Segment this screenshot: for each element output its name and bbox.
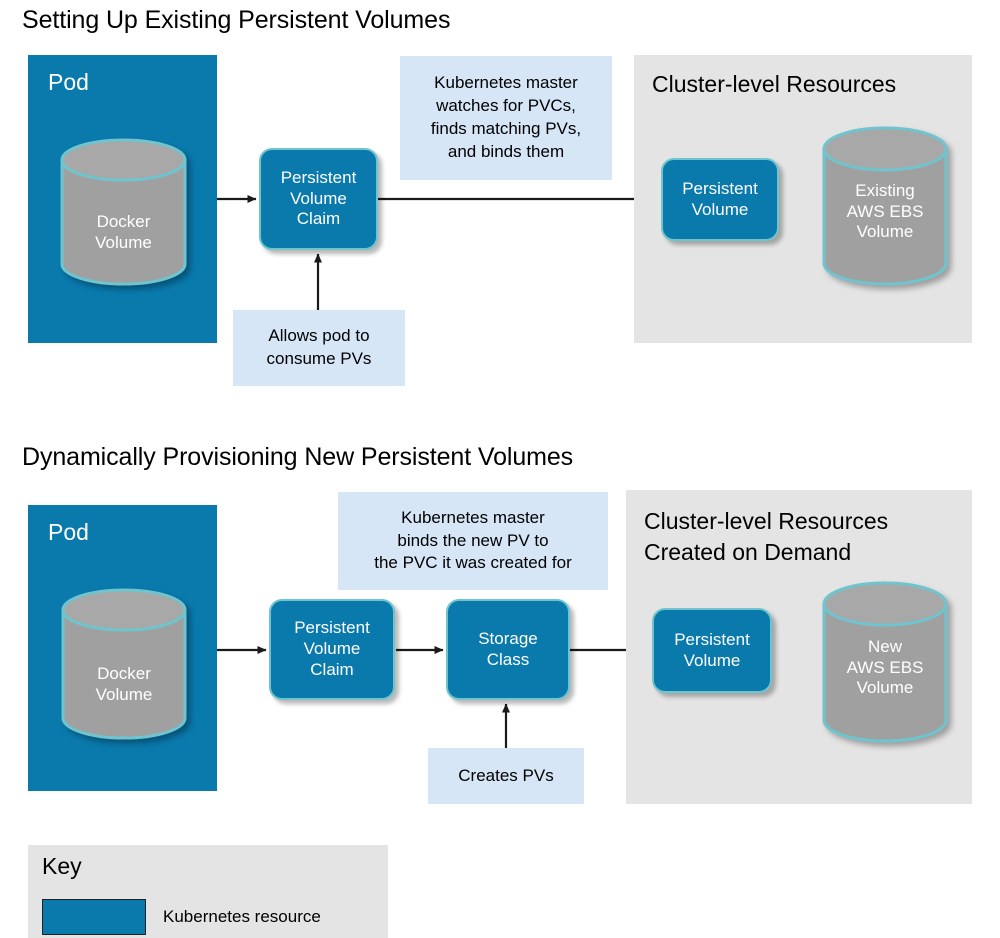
cluster-title-line1-2: Cluster-level Resources bbox=[644, 508, 889, 534]
note-master-binds-1: Kubernetes master watches for PVCs, find… bbox=[400, 56, 612, 180]
storage-class-line2: Class bbox=[486, 649, 530, 669]
cluster-title-1: Cluster-level Resources bbox=[652, 69, 896, 100]
pvc-line1-2: Persistent bbox=[294, 618, 370, 638]
note-creates-line1: Creates PVs bbox=[458, 765, 554, 785]
pv-line1-1: Persistent bbox=[682, 178, 758, 198]
pv-label-2: Persistent Volume bbox=[674, 630, 750, 671]
pv-line1-2: Persistent bbox=[674, 629, 750, 649]
note-master-line3-2: the PVC it was created for bbox=[374, 553, 572, 573]
cluster-title-line2-2: Created on Demand bbox=[644, 539, 852, 566]
note-master-line1-2: Kubernetes master bbox=[401, 507, 545, 527]
note-master-text-2: Kubernetes master binds the new PV to th… bbox=[374, 507, 571, 575]
note-allows-line1: Allows pod to bbox=[268, 326, 370, 346]
pvc-label-2: Persistent Volume Claim bbox=[294, 618, 370, 680]
persistent-volume-claim-node-1[interactable]: Persistent Volume Claim bbox=[259, 148, 378, 250]
note-master-line4-1: and binds them bbox=[447, 141, 565, 161]
cluster-title-2: Cluster-level Resources Created on Deman… bbox=[644, 506, 888, 568]
cluster-title-line1-1: Cluster-level Resources bbox=[652, 71, 897, 97]
note-master-line2-2: binds the new PV to bbox=[397, 530, 549, 550]
pv-line2-2: Volume bbox=[683, 650, 741, 670]
storage-class-line1: Storage bbox=[478, 628, 538, 648]
note-master-line2-1: watches for PVCs, bbox=[436, 96, 576, 116]
pv-label-1: Persistent Volume bbox=[682, 179, 758, 220]
pv-line2-1: Volume bbox=[691, 199, 749, 219]
persistent-volume-claim-node-2[interactable]: Persistent Volume Claim bbox=[269, 599, 395, 700]
pvc-line2-2: Volume bbox=[303, 639, 361, 659]
existing-aws-ebs-volume-cylinder: Existing AWS EBS Volume bbox=[822, 125, 948, 287]
pvc-line2-1: Volume bbox=[290, 188, 347, 208]
note-allows-text: Allows pod to consume PVs bbox=[267, 325, 372, 371]
note-master-line1-1: Kubernetes master bbox=[434, 73, 578, 93]
storage-class-label: Storage Class bbox=[478, 629, 538, 670]
key-swatch-kubernetes-resource bbox=[42, 899, 146, 935]
section-title-2: Dynamically Provisioning New Persistent … bbox=[22, 443, 574, 471]
section-title-1: Setting Up Existing Persistent Volumes bbox=[22, 6, 451, 34]
persistent-volume-node-2[interactable]: Persistent Volume bbox=[652, 608, 772, 693]
note-allows-line2: consume PVs bbox=[266, 349, 372, 368]
note-allows-pod-consume: Allows pod to consume PVs bbox=[233, 310, 405, 386]
new-aws-ebs-volume-cylinder: New AWS EBS Volume bbox=[822, 580, 948, 744]
key-title: Key bbox=[42, 853, 82, 879]
note-creates-text: Creates PVs bbox=[458, 765, 553, 788]
pod-label-2: Pod bbox=[48, 519, 89, 545]
key-label-kubernetes-resource: Kubernetes resource bbox=[163, 907, 321, 926]
persistent-volume-node-1[interactable]: Persistent Volume bbox=[661, 158, 779, 241]
pvc-line1-1: Persistent bbox=[280, 167, 357, 187]
storage-class-node[interactable]: Storage Class bbox=[446, 599, 570, 700]
pvc-line3-1: Claim bbox=[296, 209, 341, 229]
key-legend-panel: Key Kubernetes resource bbox=[28, 845, 388, 938]
note-master-text-1: Kubernetes master watches for PVCs, find… bbox=[431, 72, 581, 163]
docker-volume-cylinder-1: Docker Volume bbox=[60, 138, 187, 286]
docker-volume-cylinder-2: Docker Volume bbox=[61, 588, 187, 740]
note-master-binds-2: Kubernetes master binds the new PV to th… bbox=[338, 492, 608, 590]
pod-label-1: Pod bbox=[48, 69, 89, 95]
note-creates-pvs: Creates PVs bbox=[428, 748, 584, 804]
note-master-line3-1: finds matching PVs, bbox=[430, 119, 582, 138]
pvc-line3-2: Claim bbox=[310, 659, 354, 679]
pvc-label-1: Persistent Volume Claim bbox=[281, 168, 357, 230]
